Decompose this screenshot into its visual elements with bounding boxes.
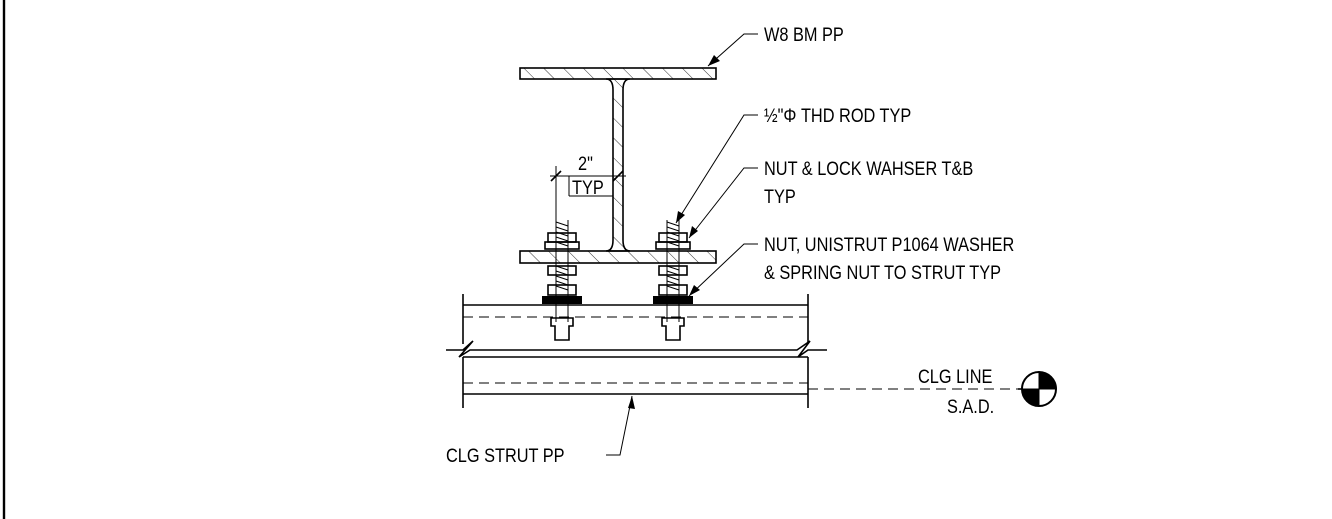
label-thd-rod: ½"Φ THD ROD TYP bbox=[764, 105, 911, 126]
ceiling-datum-symbol bbox=[1018, 371, 1057, 407]
beam-top-flange bbox=[519, 67, 717, 80]
spring-nut-right bbox=[661, 317, 685, 341]
label-w8-beam: W8 BM PP bbox=[764, 24, 844, 45]
washer-p1064-right bbox=[653, 296, 693, 304]
beam-web bbox=[605, 78, 631, 252]
rod-assembly-right bbox=[653, 220, 693, 341]
rod-assembly-left bbox=[542, 220, 582, 341]
label-clg-strut: CLG STRUT PP bbox=[446, 445, 565, 466]
label-sad: S.A.D. bbox=[947, 396, 994, 417]
washer-p1064-left bbox=[542, 296, 582, 304]
spring-nut-left bbox=[550, 317, 574, 341]
beam-bottom-flange bbox=[519, 250, 717, 264]
label-nut-lock-line1: NUT & LOCK WAHSER T&B bbox=[764, 158, 973, 179]
nut-mid-right bbox=[658, 265, 688, 276]
label-nut-lock-line2: TYP bbox=[764, 186, 796, 207]
dimension-typ: TYP bbox=[572, 177, 604, 198]
nut-low-left bbox=[547, 284, 577, 296]
dimension-value: 2" bbox=[578, 153, 593, 174]
washer-top-right bbox=[655, 241, 691, 250]
label-clg-line: CLG LINE bbox=[918, 366, 993, 387]
nut-low-right bbox=[658, 284, 688, 296]
label-unistrut-line1: NUT, UNISTRUT P1064 WASHER bbox=[764, 234, 1014, 255]
washer-top-left bbox=[544, 241, 580, 250]
label-unistrut-line2: & SPRING NUT TO STRUT TYP bbox=[764, 262, 1001, 283]
ceiling-strut bbox=[446, 294, 827, 408]
leaders bbox=[606, 33, 758, 456]
nut-mid-left bbox=[547, 265, 577, 276]
dimension-2in bbox=[550, 166, 626, 220]
